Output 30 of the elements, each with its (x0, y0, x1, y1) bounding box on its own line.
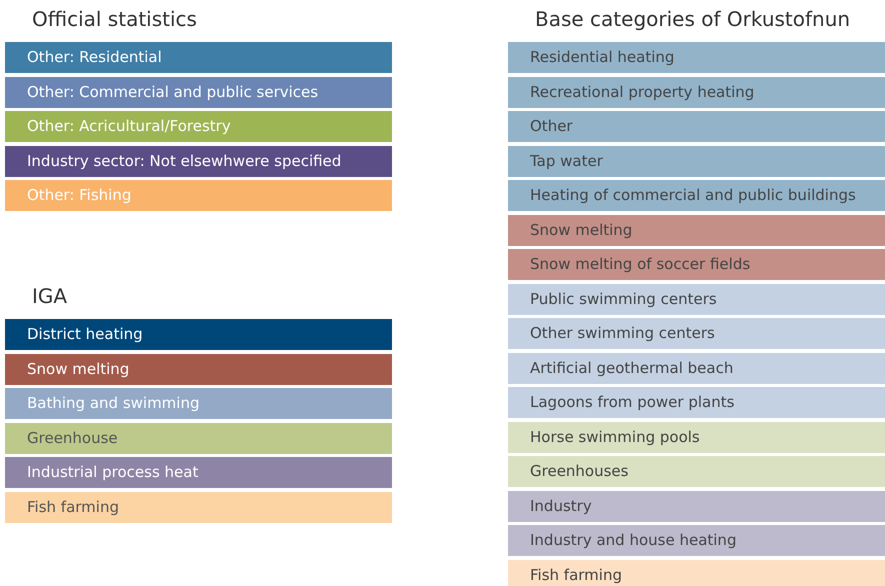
category-bar: Snow melting (5, 354, 392, 384)
category-bar: Horse swimming pools (508, 422, 885, 452)
category-bar: Residential heating (508, 42, 885, 73)
category-bar: Greenhouse (5, 422, 392, 454)
category-bar: Industry sector: Not elsewhwere specified (5, 146, 392, 176)
category-bar: Other: Commercial and public services (5, 76, 392, 108)
section-heading: Official statistics (32, 7, 197, 31)
category-bar: Industry and house heating (508, 525, 885, 556)
category-bar: Other (508, 111, 885, 142)
category-bar: Public swimming centers (508, 284, 885, 314)
category-bar: Other swimming centers (508, 318, 885, 349)
category-bar: Artificial geothermal beach (508, 352, 885, 384)
category-bar: Other: Acricultural/Forestry (5, 111, 392, 142)
category-bar: Fish farming (5, 492, 392, 522)
category-bar: District heating (5, 319, 392, 350)
category-bar: Recreational property heating (508, 76, 885, 108)
category-bar: Fish farming (508, 560, 885, 586)
category-bar: Heating of commercial and public buildings (508, 180, 885, 211)
category-bar: Greenhouses (508, 456, 885, 487)
category-bar: Lagoons from power plants (508, 387, 885, 418)
category-bar: Other: Fishing (5, 180, 392, 211)
section-heading: Base categories of Orkustofnun (535, 7, 850, 31)
section-heading: IGA (32, 284, 68, 308)
category-bar: Snow melting (508, 214, 885, 246)
category-bar: Tap water (508, 146, 885, 176)
category-bar: Industrial process heat (5, 457, 392, 488)
category-bar: Other: Residential (5, 42, 392, 73)
category-bar: Industry (508, 490, 885, 522)
category-bar: Snow melting of soccer fields (508, 249, 885, 280)
category-bar: Bathing and swimming (5, 388, 392, 419)
